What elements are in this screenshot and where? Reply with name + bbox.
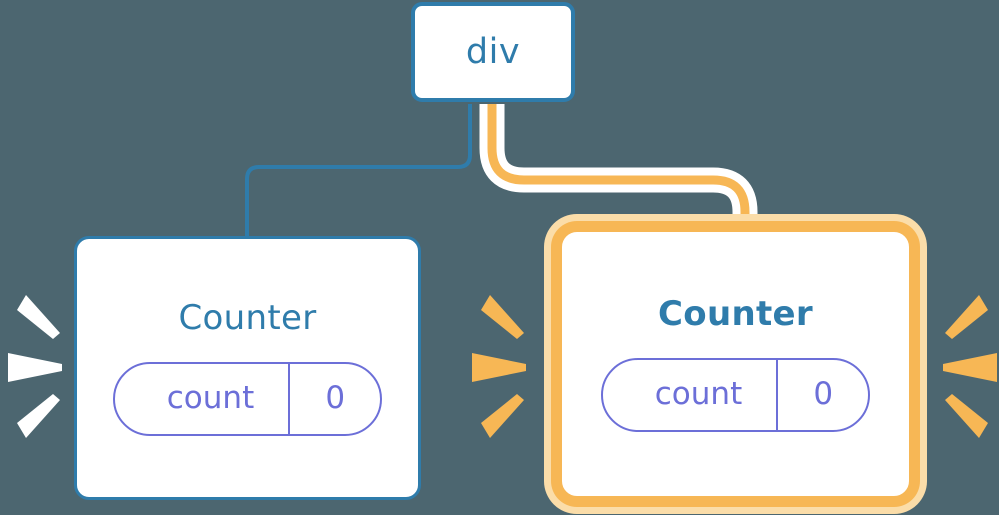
spark-ray-icon xyxy=(945,295,988,339)
counter-right-state-key: count xyxy=(654,376,743,412)
counter-left-title: Counter xyxy=(178,297,317,338)
counter-left-state-key: count xyxy=(166,380,255,416)
counter-right-state-pill: count 0 xyxy=(600,357,871,432)
counter-card-left[interactable]: Counter count 0 xyxy=(74,236,421,500)
spark-ray-icon xyxy=(17,394,60,438)
spark-ray-icon xyxy=(472,353,526,382)
spark-group-mid-orange xyxy=(472,281,536,451)
counter-right-state-value: 0 xyxy=(776,359,868,430)
node-div-label: div xyxy=(465,31,521,72)
counter-right-title: Counter xyxy=(658,293,813,334)
spark-ray-icon xyxy=(481,295,524,339)
spark-ray-icon xyxy=(481,394,524,438)
spark-ray-icon xyxy=(8,353,62,382)
wire-div-to-counter-left xyxy=(245,104,472,236)
node-div[interactable]: div xyxy=(411,2,575,102)
counter-card-right[interactable]: Counter count 0 xyxy=(562,232,909,496)
wire-div-to-counter-right xyxy=(487,104,750,248)
spark-group-left-white xyxy=(8,281,72,451)
wire-halo-div-to-counter-right xyxy=(479,104,758,248)
counter-left-state-value: 0 xyxy=(288,363,380,434)
spark-ray-icon xyxy=(943,353,997,382)
spark-ray-icon xyxy=(945,394,988,438)
spark-ray-icon xyxy=(17,295,60,339)
spark-group-right-orange xyxy=(933,281,997,451)
counter-left-state-pill: count 0 xyxy=(112,361,383,436)
